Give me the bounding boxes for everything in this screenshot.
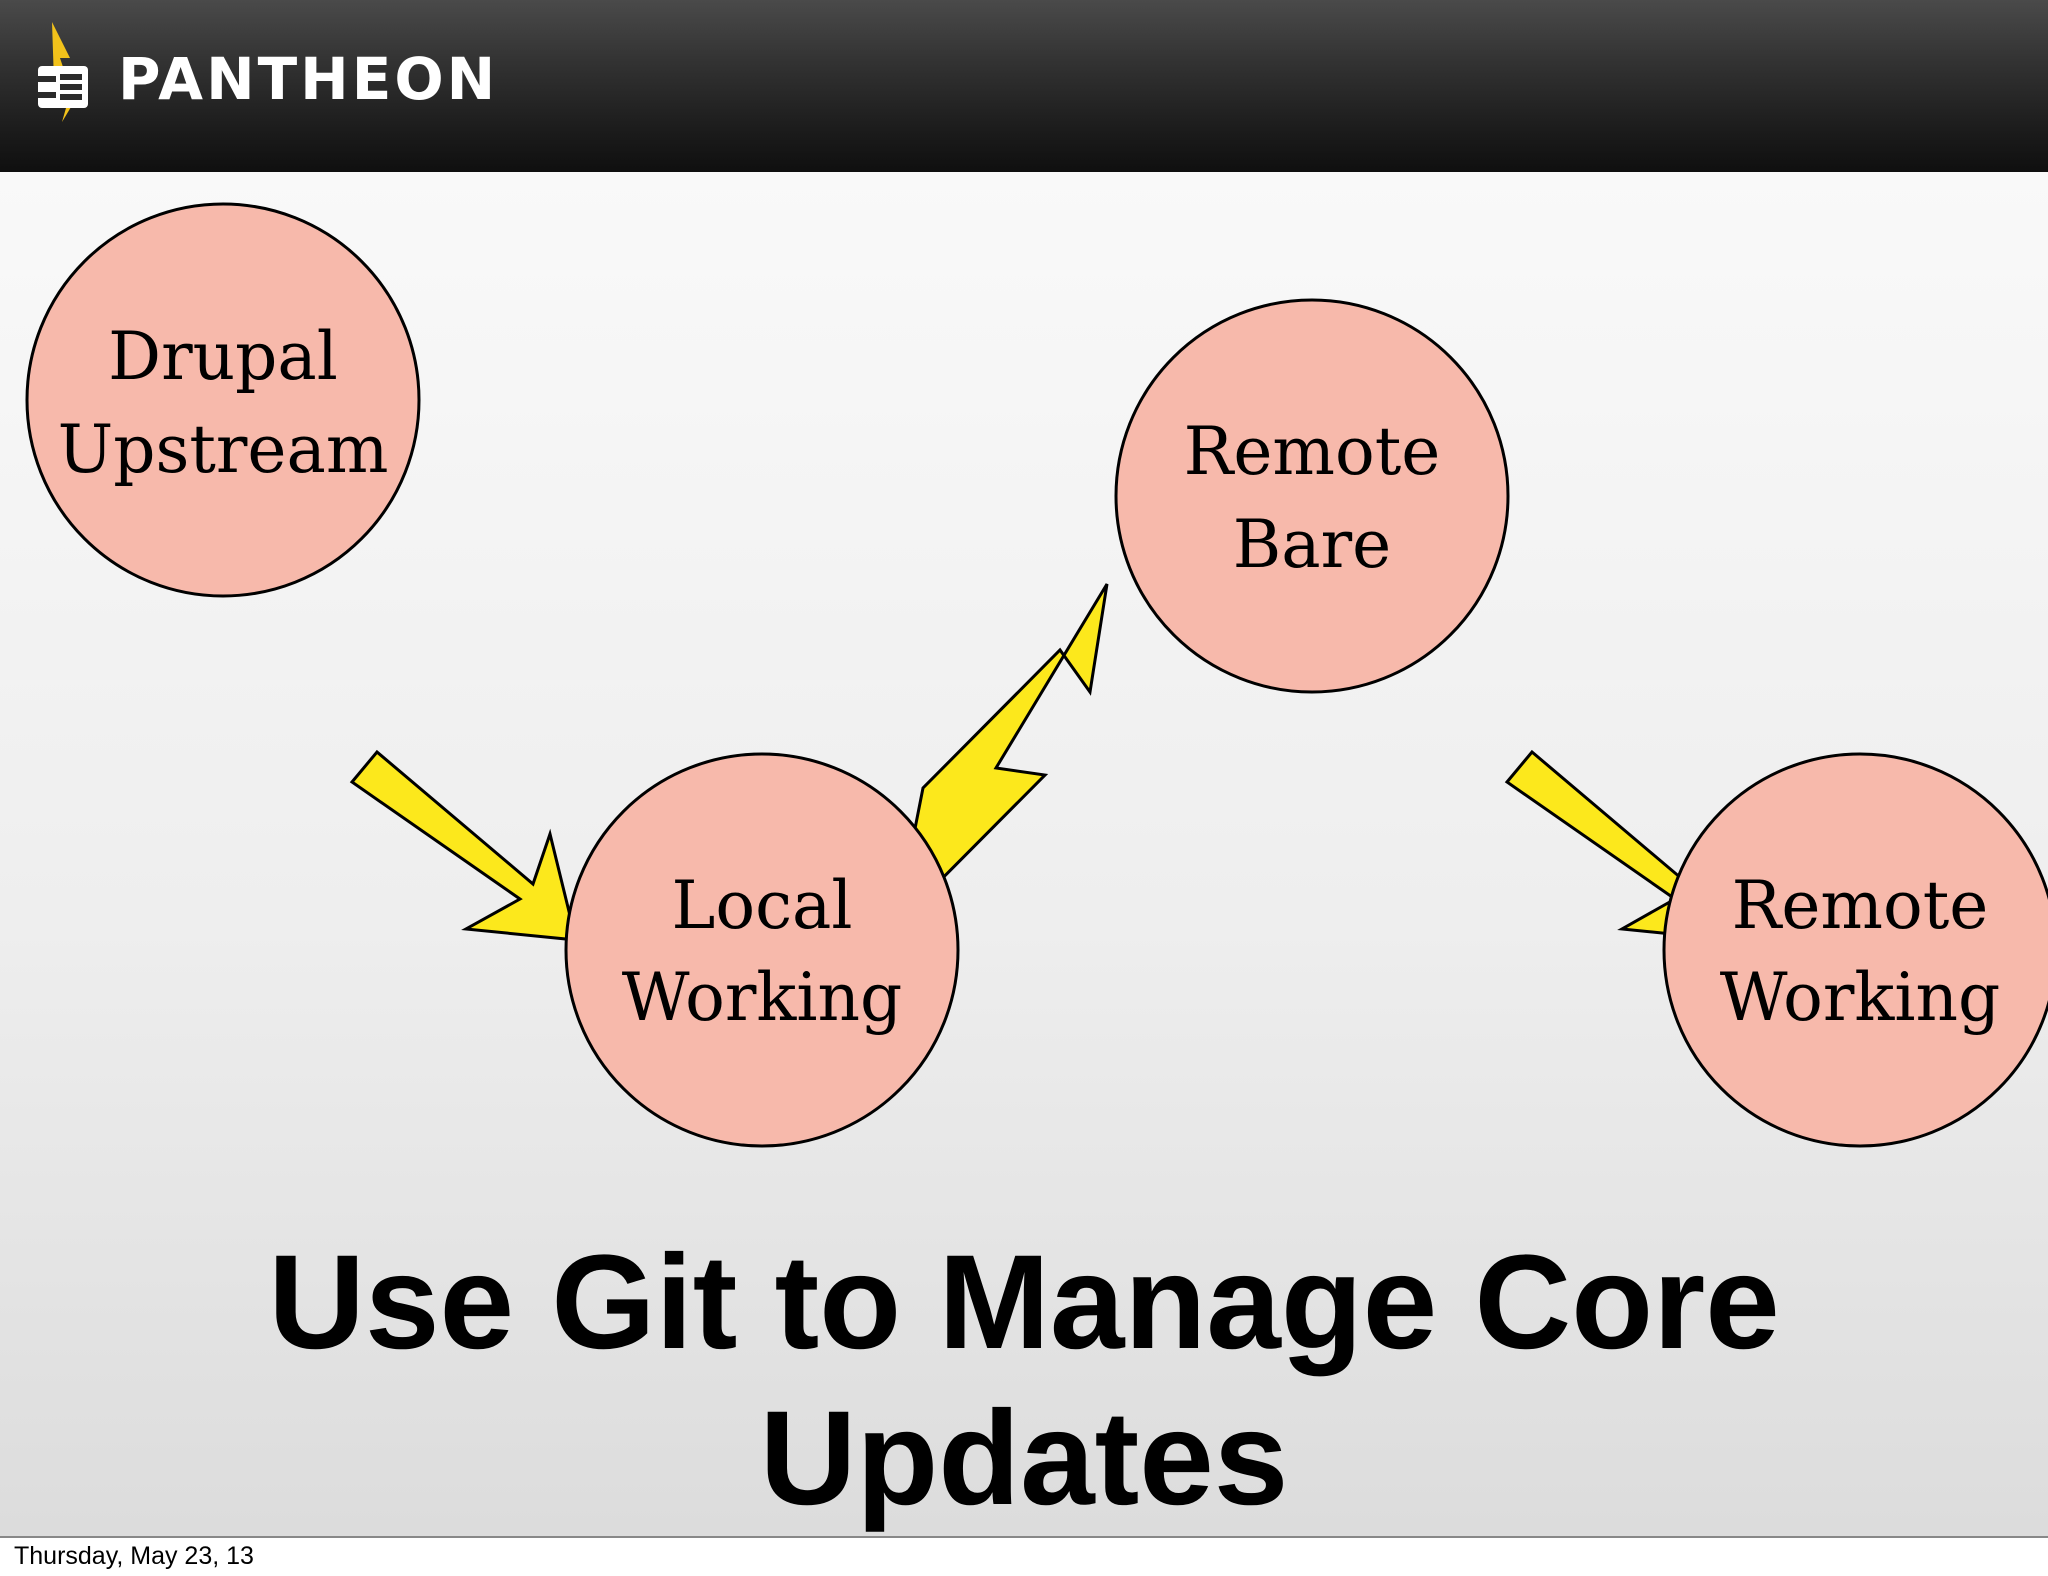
node-label-line: Drupal [108, 318, 338, 395]
node-remote-working: Remote Working [1662, 752, 2048, 1148]
node-label-line: Local [672, 867, 853, 944]
node-label-line: Working [622, 959, 903, 1036]
node-label-line: Upstream [58, 411, 389, 488]
node-label-line: Working [1720, 959, 2001, 1036]
arrow-local-to-remote-bare [893, 583, 1109, 930]
node-local-working: Local Working [564, 752, 960, 1148]
slide-body: Drupal Upstream Local Working Remote Bar… [0, 172, 2048, 1538]
node-label-line: Remote [1184, 413, 1441, 490]
slide-title-line-1: Use Git to Manage Core [268, 1228, 1780, 1377]
pantheon-bolt-icon [38, 22, 88, 122]
git-workflow-diagram: Drupal Upstream Local Working Remote Bar… [25, 202, 2048, 1148]
node-remote-bare: Remote Bare [1114, 298, 1510, 694]
arrow-upstream-to-local [349, 749, 578, 942]
footer-date: Thursday, May 23, 13 [14, 1542, 254, 1570]
slide-title: Use Git to Manage Core Updates [0, 1225, 2048, 1537]
node-label-line: Bare [1233, 506, 1391, 583]
slide-title-line-2: Updates [759, 1384, 1289, 1533]
node-drupal-upstream: Drupal Upstream [25, 202, 421, 598]
brand-name: PANTHEON [118, 45, 499, 113]
header-bar: PANTHEON [0, 0, 2048, 172]
node-label-line: Remote [1732, 867, 1989, 944]
